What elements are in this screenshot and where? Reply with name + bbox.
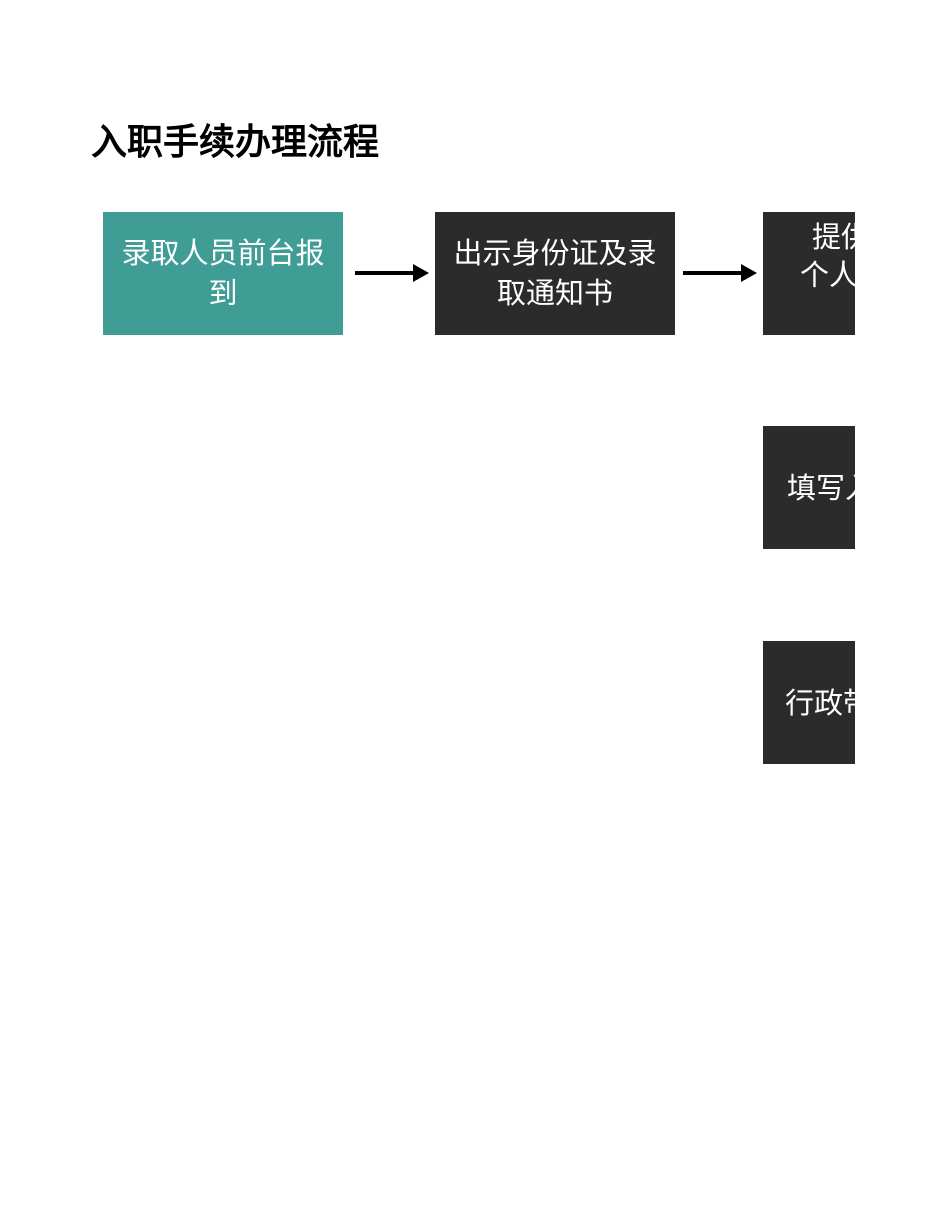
arrow-right-icon [355, 263, 429, 283]
flow-step-fill-form-clipped[interactable]: 填写入 [763, 426, 855, 549]
arrow-shaft [355, 271, 413, 275]
flow-step-label: 录取人员前台报 到 [121, 237, 325, 310]
page-title: 入职手续办理流程 [91, 121, 380, 162]
arrow-right-icon [683, 263, 757, 283]
flow-step-label-line: 个人 [800, 260, 855, 292]
flow-step-label: 出示身份证及录 取通知书 [453, 237, 657, 310]
arrow-shaft [683, 271, 741, 275]
flow-step-admin-lead-clipped[interactable]: 行政带 [763, 641, 855, 764]
flow-step-label-line: 行政带 [785, 688, 855, 720]
flow-step-label-line: 填写入 [787, 473, 855, 505]
arrow-head [413, 264, 429, 282]
flow-step-front-desk-checkin[interactable]: 录取人员前台报 到 [103, 212, 343, 335]
arrow-head [741, 264, 757, 282]
flow-step-provide-personal-clipped[interactable]: 提供 个人 [763, 212, 855, 335]
flow-step-label-line: 提供 [812, 222, 855, 254]
flow-step-show-id-and-notice[interactable]: 出示身份证及录 取通知书 [435, 212, 675, 335]
